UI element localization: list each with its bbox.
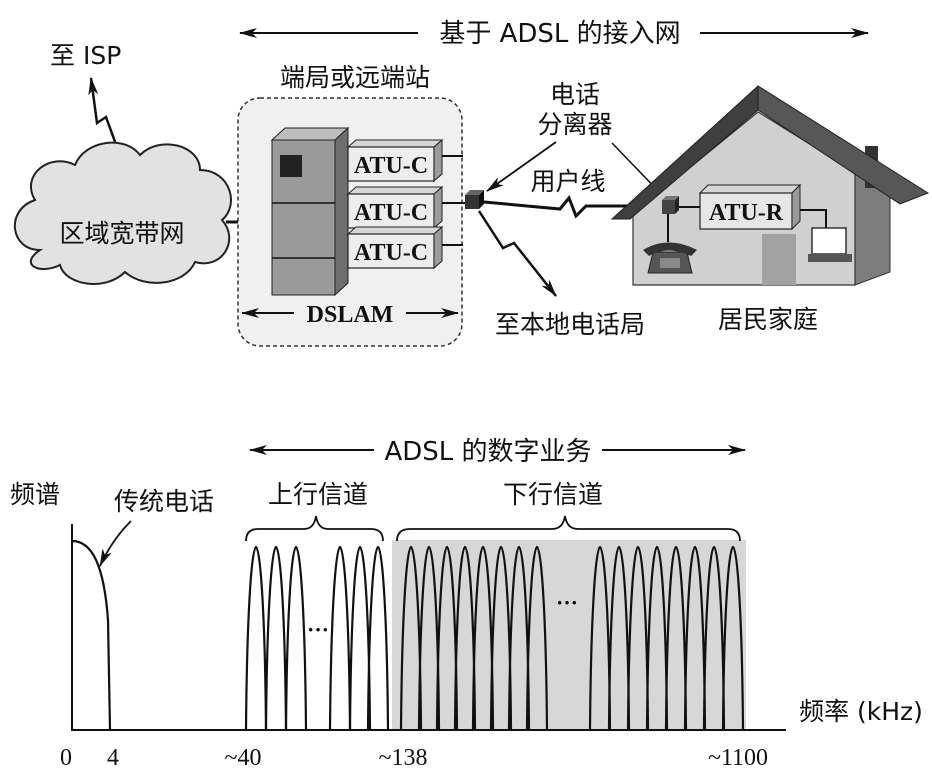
local-exchange-label: 至本地电话局 — [495, 310, 645, 339]
local-exchange-lightning — [477, 210, 557, 297]
home-label: 居民家庭 — [718, 305, 818, 334]
downstream-subchannel-peak — [489, 545, 513, 731]
frequency-axis-label: 频率 (kHz) — [799, 697, 923, 726]
downstream-subchannel-peak — [453, 545, 477, 731]
tick-label: 4 — [107, 745, 119, 771]
downstream-subchannel-peak — [702, 545, 726, 731]
upstream-brace — [245, 515, 384, 542]
downstream-subchannel-peak — [588, 545, 612, 731]
downstream-subchannel-peak — [626, 545, 650, 731]
upstream-subchannel-peak — [328, 545, 352, 731]
user-line-label: 用户线 — [530, 167, 605, 196]
downstream-subchannel-peak — [417, 545, 441, 731]
central-office-label: 端局或远端站 — [280, 63, 430, 92]
downstream-subchannel-peak — [721, 545, 745, 731]
dslam-span-label: DSLAM — [241, 302, 459, 328]
spectrum-axis-label: 频谱 — [10, 480, 60, 509]
atu-r-to-computer-link — [800, 209, 827, 228]
atu-c-box-top — [346, 186, 444, 195]
upstream-subchannel-peak — [244, 545, 268, 731]
telephone-handset — [643, 242, 697, 256]
cloud-label: 区域宽带网 — [59, 219, 184, 248]
dslam-rack-front — [271, 139, 336, 296]
dslam-rack — [270, 126, 350, 297]
splitter-label-pointer-office — [486, 141, 557, 192]
atu-c-box: ATU-C — [346, 185, 444, 230]
splitter-label-line1: 电话 — [550, 80, 600, 109]
access-network-title: 基于 ADSL 的接入网 — [439, 19, 680, 49]
atu-c-box-side — [433, 225, 443, 270]
atu-r-box-front — [699, 192, 793, 230]
computer-monitor-icon — [811, 227, 847, 255]
tick-label: ~138 — [379, 745, 428, 771]
downstream-ellipsis: ··· — [556, 590, 578, 615]
house-roof-left — [610, 84, 759, 220]
subscriber-line — [483, 195, 662, 219]
tick-label: 0 — [60, 745, 72, 771]
downstream-subchannel-peak — [525, 545, 549, 731]
upstream-subchannel-peak — [366, 545, 390, 731]
downstream-subchannel-peak — [399, 545, 423, 731]
splitter-front — [465, 195, 479, 209]
house-door — [762, 234, 796, 285]
downstream-subchannel-peak — [435, 545, 459, 731]
atu-r-box: ATU-R — [698, 183, 802, 231]
dslam-rack-indicator — [280, 155, 302, 177]
atu-c-box: ATU-C — [346, 138, 444, 183]
regional-broadband-cloud — [13, 141, 232, 285]
isp-label: 至 ISP — [50, 41, 121, 70]
splitter-top — [465, 190, 484, 195]
downstream-subchannel-peak — [471, 545, 495, 731]
splitter-side — [479, 190, 484, 209]
upstream-subchannel-peak — [348, 545, 372, 731]
telephone-icon — [643, 242, 697, 274]
atu-r-box-top — [698, 184, 802, 194]
downstream-band — [392, 540, 746, 730]
access-network-header: 基于 ADSL 的接入网 — [239, 19, 869, 49]
digital-service-header: ADSL 的数字业务 — [249, 437, 746, 467]
dslam-rack-side — [334, 126, 349, 297]
atu-c-label: ATU-C — [354, 240, 428, 266]
upstream-label: 上行信道 — [268, 480, 368, 509]
splitter-label-line2: 分离器 — [537, 110, 612, 139]
atu-c-box-top — [346, 226, 444, 235]
pots-pointer-arrow — [99, 520, 132, 567]
upstream-subchannel-peak — [264, 545, 288, 731]
dslam-label: DSLAM — [307, 302, 394, 328]
downstream-label: 下行信道 — [503, 480, 603, 509]
downstream-subchannel-peak — [607, 545, 631, 731]
atu-c-box-front — [347, 233, 435, 269]
digital-service-title: ADSL 的数字业务 — [384, 437, 591, 467]
atu-r-label: ATU-R — [709, 200, 784, 226]
upstream-ellipsis: ··· — [307, 617, 329, 642]
atu-r-box-side — [791, 183, 801, 231]
atu-c-box-side — [433, 138, 443, 183]
isp-link-lightning — [88, 77, 120, 151]
subchannel-peaks — [244, 545, 745, 731]
downstream-subchannel-peak — [664, 545, 688, 731]
atu-c-box: ATU-C — [346, 225, 444, 270]
downstream-subchannel-peak — [507, 545, 531, 731]
splitter-top — [662, 196, 679, 200]
atu-c-label: ATU-C — [354, 153, 428, 179]
office-splitter-icon — [465, 190, 484, 209]
atu-c-label: ATU-C — [354, 200, 428, 226]
home-splitter-icon — [662, 196, 679, 214]
telephone-keypad — [660, 258, 680, 268]
pots-label: 传统电话 — [114, 487, 214, 516]
downstream-subchannel-peak — [683, 545, 707, 731]
splitter-side — [675, 196, 679, 214]
pots-spectrum-curve — [71, 539, 112, 731]
downstream-brace — [396, 515, 741, 542]
atu-c-box-front — [347, 146, 435, 182]
splitter-front — [662, 200, 675, 214]
computer-base-icon — [808, 254, 852, 262]
tick-label: ~40 — [225, 745, 262, 771]
upstream-subchannel-peak — [284, 545, 308, 731]
tick-label: ~1100 — [708, 745, 768, 771]
downstream-subchannel-peak — [645, 545, 669, 731]
atu-c-box-top — [346, 139, 444, 148]
atu-c-box-side — [433, 185, 443, 230]
